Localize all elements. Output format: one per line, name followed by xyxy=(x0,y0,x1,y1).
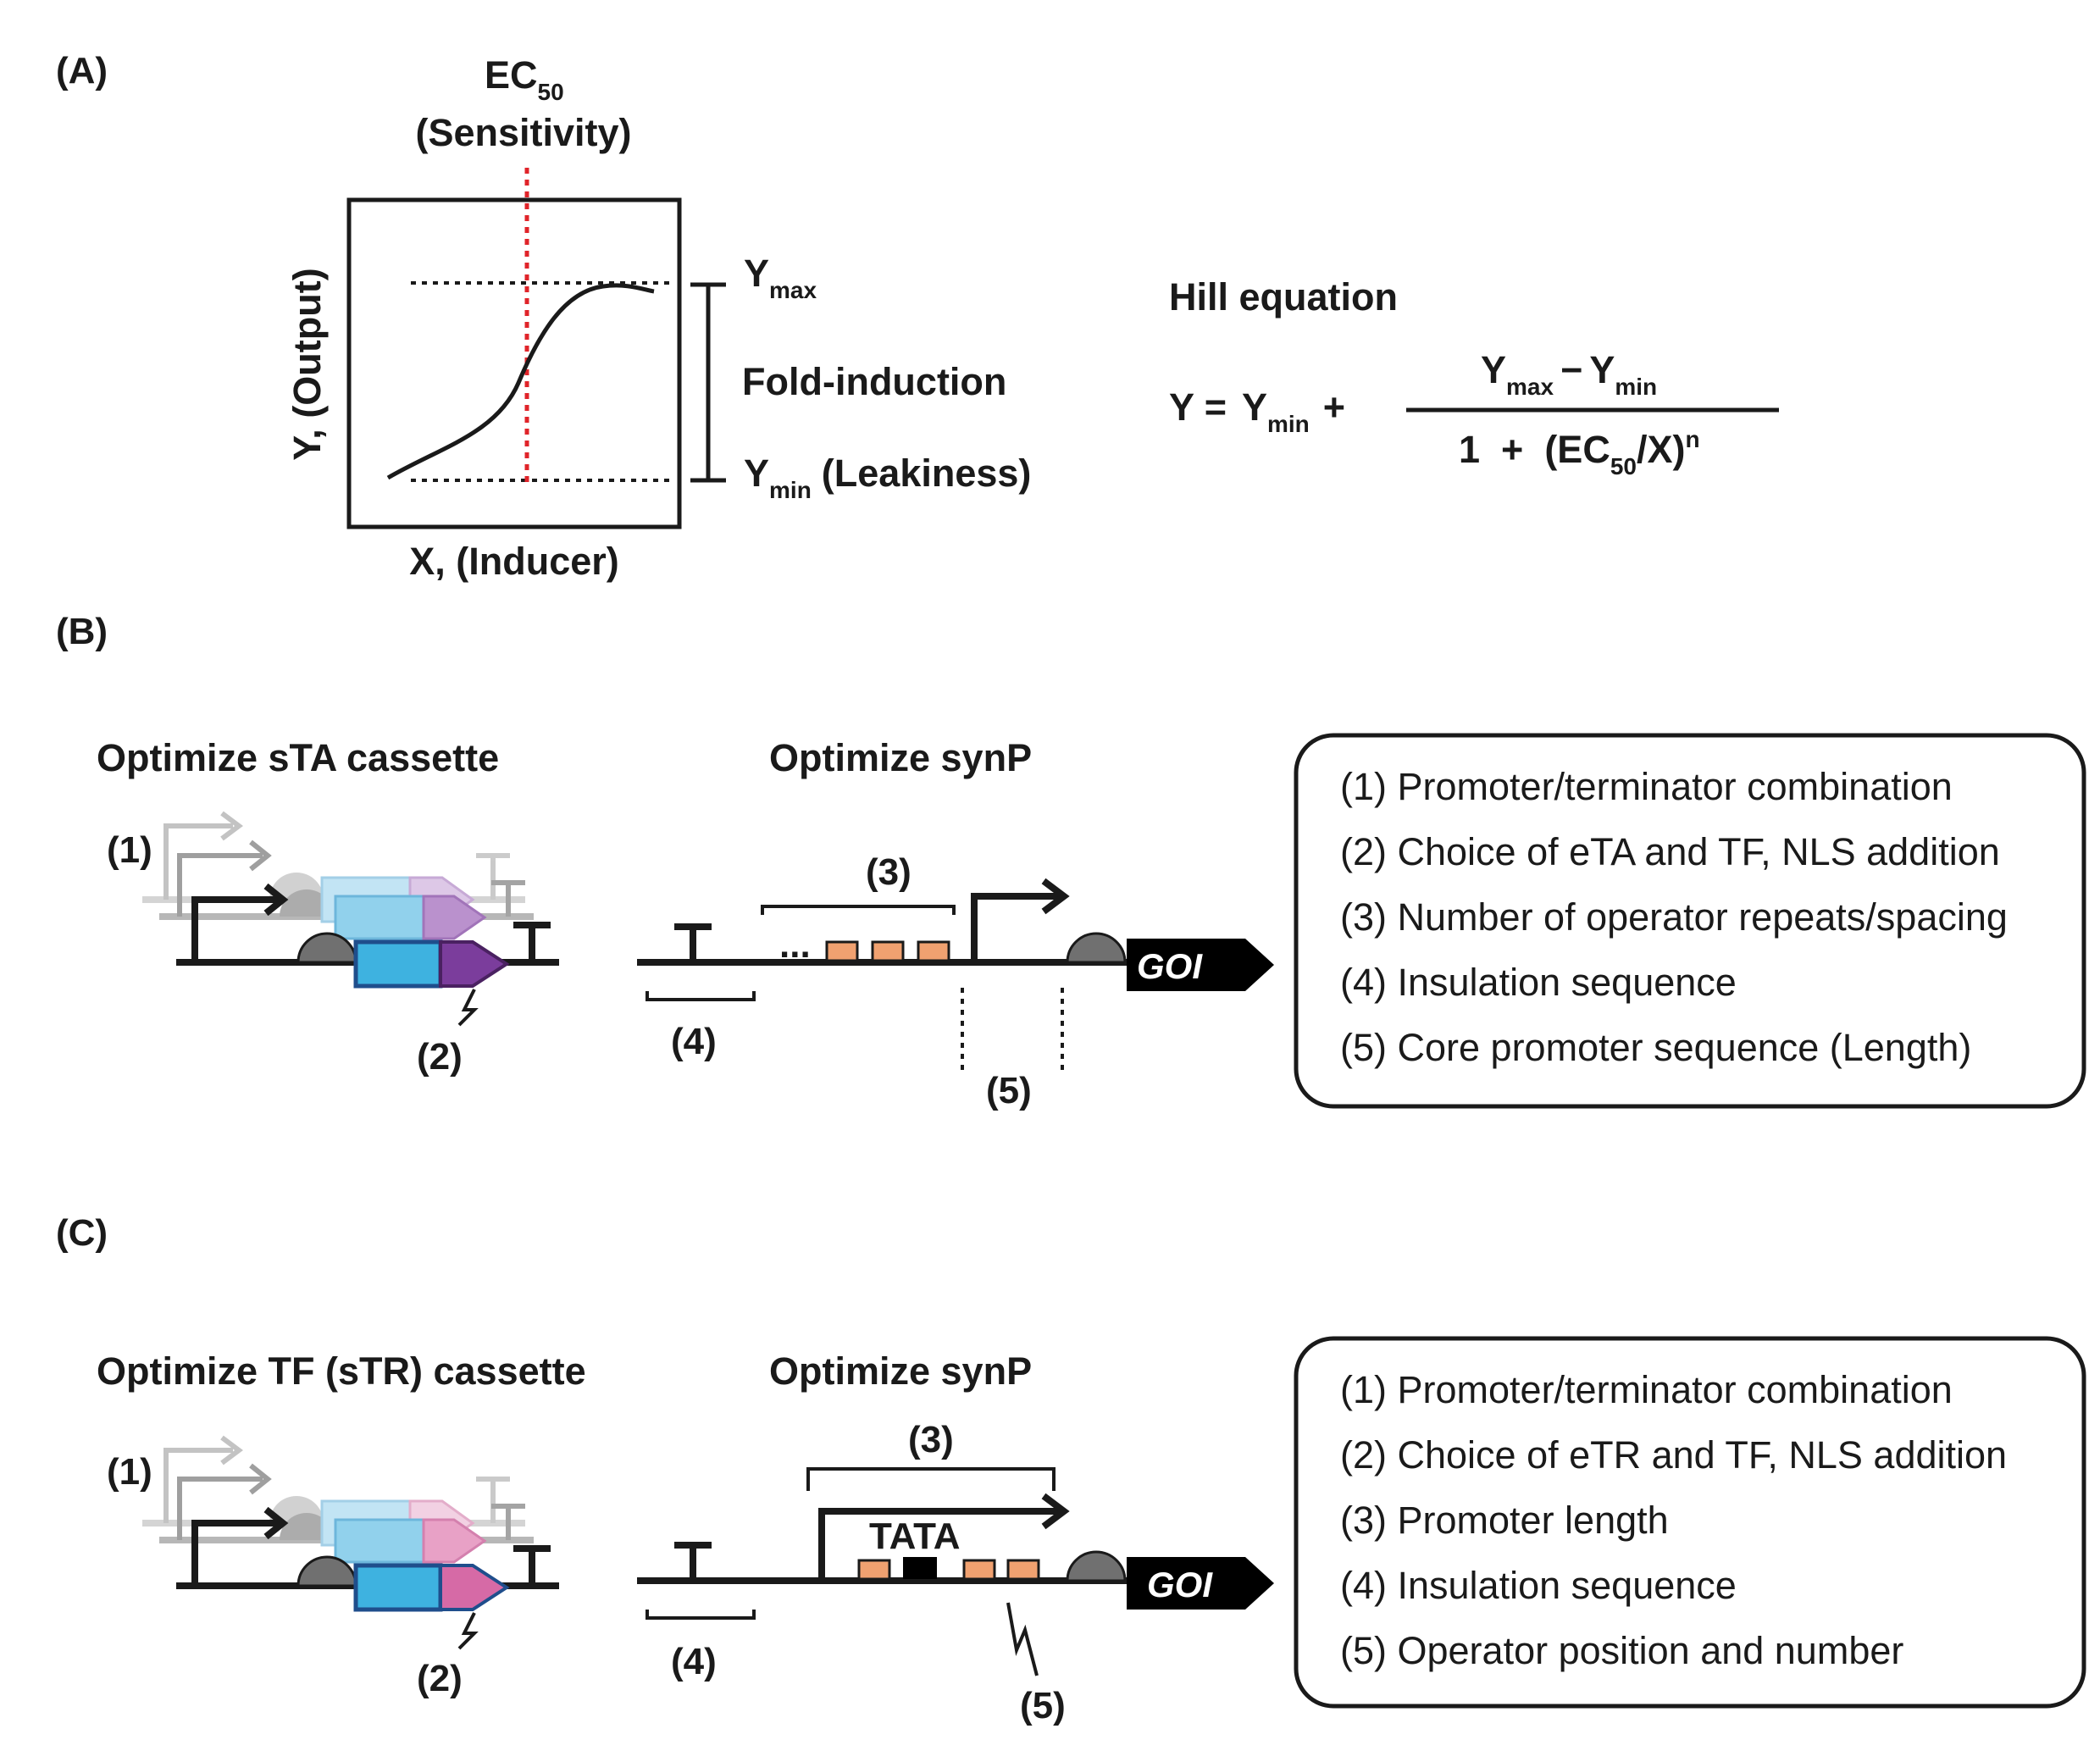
panel-b-list-item-4: (4) Insulation sequence xyxy=(1340,961,1737,1004)
panel-c-list-box xyxy=(1294,1336,2086,1709)
dose-response-curve xyxy=(386,283,655,480)
sta-terminator xyxy=(513,922,551,962)
synp-b-operator-bracket xyxy=(761,905,956,915)
hill-title: Hill equation xyxy=(1169,275,1398,319)
str-cassette-title: Optimize TF (sTR) cassette xyxy=(97,1349,586,1393)
str-mutation-bolt xyxy=(457,1612,479,1650)
ymin-label: Ymin(Leakiness) xyxy=(744,452,1031,503)
synp-b-promoter-arrow xyxy=(971,893,1059,962)
panel-a-label: (A) xyxy=(56,50,108,91)
synp-b-label-3: (3) xyxy=(866,851,911,893)
panel-b-list-item-5: (5) Core promoter sequence (Length) xyxy=(1340,1026,1971,1069)
str-promoter-arrowhead xyxy=(263,1506,289,1540)
synp-b-label-4: (4) xyxy=(671,1021,717,1062)
sta-promoter-arrowhead xyxy=(263,883,289,917)
synp-c-rbs xyxy=(1066,1550,1127,1582)
str-label-2: (2) xyxy=(417,1658,463,1699)
sta-label-1: (1) xyxy=(107,829,152,871)
synp-c-tata-label: TATA xyxy=(869,1515,961,1557)
synp-title-c: Optimize synP xyxy=(769,1349,1032,1393)
str-effector-domain xyxy=(439,1564,510,1611)
panel-c-label: (C) xyxy=(56,1212,108,1254)
synp-title-b: Optimize synP xyxy=(769,736,1032,779)
synp-b-goi-arrow xyxy=(1127,939,1274,991)
synp-b-insulation-bracket xyxy=(646,991,756,1001)
synp-c-operator-2 xyxy=(962,1559,996,1581)
synp-c-label-5: (5) xyxy=(1020,1685,1066,1726)
sta-cassette-title: Optimize sTA cassette xyxy=(97,736,499,779)
synp-b-operator-1 xyxy=(825,940,859,962)
synp-c-promoter-arrow xyxy=(818,1508,1059,1581)
synp-c-operator-3 xyxy=(1006,1559,1040,1581)
panel-b-list-item-3: (3) Number of operator repeats/spacing xyxy=(1340,895,2008,939)
ec50-label: EC50 xyxy=(485,53,564,105)
panel-b-list-item-1: (1) Promoter/terminator combination xyxy=(1340,765,1953,808)
synp-b-rbs xyxy=(1066,932,1127,964)
sta-effector-domain xyxy=(439,940,510,988)
hill-numerator: Ymax−Ymin xyxy=(1481,348,1657,400)
synp-b-ellipsis: ... xyxy=(779,924,811,966)
synp-b-goi-label: GOI xyxy=(1137,946,1203,986)
panel-c-list-item-4: (4) Insulation sequence xyxy=(1340,1564,1737,1607)
synp-b-promoter-arrowhead xyxy=(1041,878,1070,915)
synp-b-label-5: (5) xyxy=(986,1070,1032,1111)
sta-mutation-bolt xyxy=(457,989,479,1027)
synp-c-mutation-bolt xyxy=(1006,1602,1039,1676)
hill-denominator: 1 + (EC50/X)n xyxy=(1459,426,1700,479)
str-cassette xyxy=(176,1506,559,1650)
ymax-label: Ymax xyxy=(744,252,817,303)
str-promoter-arrow xyxy=(191,1520,280,1586)
sta-label-2: (2) xyxy=(417,1036,463,1078)
synp-b-operator-3 xyxy=(917,940,950,962)
synp-b-operator-2 xyxy=(871,940,905,962)
panel-c-list-item-2: (2) Choice of eTR and TF, NLS addition xyxy=(1340,1433,2007,1477)
synp-c-goi-arrow xyxy=(1127,1557,1274,1610)
sta-promoter-arrow xyxy=(191,896,280,962)
panel-a: (A) EC50 (Sensitivity) Y, (Output) X, (I… xyxy=(56,50,1031,583)
plot-frame xyxy=(346,197,682,529)
synp-b-insulator-terminator xyxy=(674,923,712,962)
panel-c-list-item-5: (5) Operator position and number xyxy=(1340,1629,1903,1672)
panel-b: (B) Optimize sTA cassette Optimize synP xyxy=(56,611,2086,1111)
synp-c-insulation-bracket xyxy=(646,1610,756,1620)
synp-c: TATA GOI xyxy=(637,1467,1274,1676)
panel-c: (C) Optimize TF (sTR) cassette Optimize … xyxy=(56,1212,2086,1726)
synp-c-promoter-bracket xyxy=(806,1467,1056,1491)
synp-c-label-3: (3) xyxy=(908,1419,954,1460)
panel-c-list-item-3: (3) Promoter length xyxy=(1340,1499,1669,1542)
fold-induction-label: Fold-induction xyxy=(742,360,1006,403)
panel-b-list-box xyxy=(1294,733,2086,1109)
y-axis-label: Y, (Output) xyxy=(285,268,329,460)
sta-cassette-background-variants xyxy=(142,811,534,940)
fold-induction-bracket xyxy=(690,282,726,483)
str-terminator xyxy=(513,1545,551,1586)
synp-c-insulator-terminator xyxy=(674,1542,712,1581)
str-cassette-background-variants xyxy=(142,1435,534,1564)
synp-c-promoter-arrowhead xyxy=(1041,1493,1070,1530)
str-cds xyxy=(353,1563,443,1612)
x-axis-label: X, (Inducer) xyxy=(409,540,619,583)
sta-cassette xyxy=(176,883,559,1027)
sensitivity-label: (Sensitivity) xyxy=(415,111,631,154)
synp-c-tata-box xyxy=(903,1557,937,1579)
panel-c-list-item-1: (1) Promoter/terminator combination xyxy=(1340,1368,1953,1411)
synp-b: ... GOI xyxy=(637,878,1274,1072)
sta-cds xyxy=(353,939,443,989)
synp-c-operator-1 xyxy=(857,1559,891,1581)
panel-b-list-item-2: (2) Choice of eTA and TF, NLS addition xyxy=(1340,830,2000,873)
str-label-1: (1) xyxy=(107,1451,152,1493)
hill-lhs: Y =Ymin+ xyxy=(1169,385,1345,437)
synp-c-goi-label: GOI xyxy=(1147,1565,1213,1604)
synp-c-label-4: (4) xyxy=(671,1641,717,1682)
hill-equation: Hill equation Y =Ymin+ Ymax−Ymin 1 + (EC… xyxy=(1169,275,1779,479)
panel-b-label: (B) xyxy=(56,611,108,652)
